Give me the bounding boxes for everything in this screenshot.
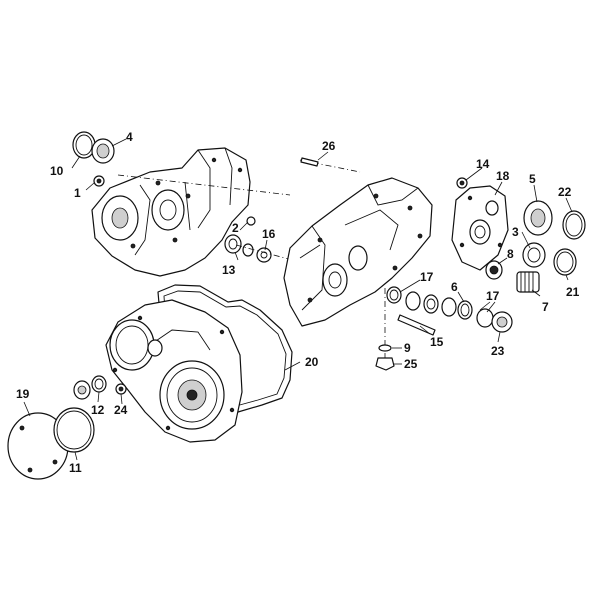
callout-9: 9 xyxy=(404,341,411,355)
callout-10: 10 xyxy=(50,164,64,178)
screw-24 xyxy=(115,383,127,395)
callout-14: 14 xyxy=(476,157,490,171)
needle-bearing-7 xyxy=(516,271,540,293)
snap-ring-21 xyxy=(553,248,577,276)
axis-line-stud xyxy=(299,159,361,173)
plug-cap xyxy=(73,380,91,400)
plug-14 xyxy=(456,177,468,189)
callout-17-upper: 17 xyxy=(420,270,434,284)
dowel-2 xyxy=(246,216,256,226)
callout-7: 7 xyxy=(542,300,549,314)
washer-9 xyxy=(378,344,392,352)
callout-3: 3 xyxy=(512,225,519,239)
derby-cover-19 xyxy=(7,412,69,480)
callout-17-lower: 17 xyxy=(486,289,500,303)
bearing-23 xyxy=(476,308,513,333)
seal-3 xyxy=(522,242,546,268)
callout-labels: 4 10 1 2 16 13 26 14 18 5 22 3 8 21 7 17… xyxy=(16,130,580,475)
o-ring-11 xyxy=(53,407,95,453)
stud-26 xyxy=(300,157,319,167)
callout-23: 23 xyxy=(491,344,505,358)
oil-seal-4 xyxy=(91,138,115,164)
callout-16: 16 xyxy=(262,227,276,241)
retaining-ring-10 xyxy=(72,131,96,159)
callout-1: 1 xyxy=(74,186,81,200)
left-crankcase-half xyxy=(91,147,251,277)
callout-8: 8 xyxy=(507,247,514,261)
callout-2: 2 xyxy=(232,221,239,235)
disc-5 xyxy=(523,200,553,236)
dowel-pin-1 xyxy=(93,175,105,187)
o-ring-17a xyxy=(386,286,402,304)
retaining-ring-6 xyxy=(457,300,473,320)
drain-plug-25 xyxy=(375,357,395,371)
o-ring-12 xyxy=(91,375,107,393)
callout-26: 26 xyxy=(322,139,336,153)
callout-18: 18 xyxy=(496,169,510,183)
callout-24: 24 xyxy=(114,403,128,417)
spacer-ring xyxy=(242,243,254,257)
axis-line-upper xyxy=(117,174,291,196)
pin-17b xyxy=(479,301,491,311)
shaft-15 xyxy=(397,314,436,336)
bearing-13 xyxy=(224,234,242,254)
side-cover-18 xyxy=(451,185,509,271)
thrust-washer-stack xyxy=(405,291,457,317)
callout-4: 4 xyxy=(126,130,133,144)
callout-22: 22 xyxy=(558,185,572,199)
callout-21: 21 xyxy=(566,285,580,299)
callout-12: 12 xyxy=(91,403,105,417)
bushing-16 xyxy=(256,247,272,263)
callout-15: 15 xyxy=(430,335,444,349)
callout-19: 19 xyxy=(16,387,30,401)
callout-5: 5 xyxy=(529,172,536,186)
callout-25: 25 xyxy=(404,357,418,371)
bushing-8 xyxy=(485,260,503,280)
callout-6: 6 xyxy=(451,280,458,294)
callout-11: 11 xyxy=(69,461,82,475)
callout-13: 13 xyxy=(222,263,236,277)
primary-cover xyxy=(105,299,243,443)
callout-20: 20 xyxy=(305,355,319,369)
leader-lines xyxy=(23,138,573,461)
retaining-ring-22 xyxy=(562,210,586,240)
right-crankcase-half xyxy=(283,177,433,327)
